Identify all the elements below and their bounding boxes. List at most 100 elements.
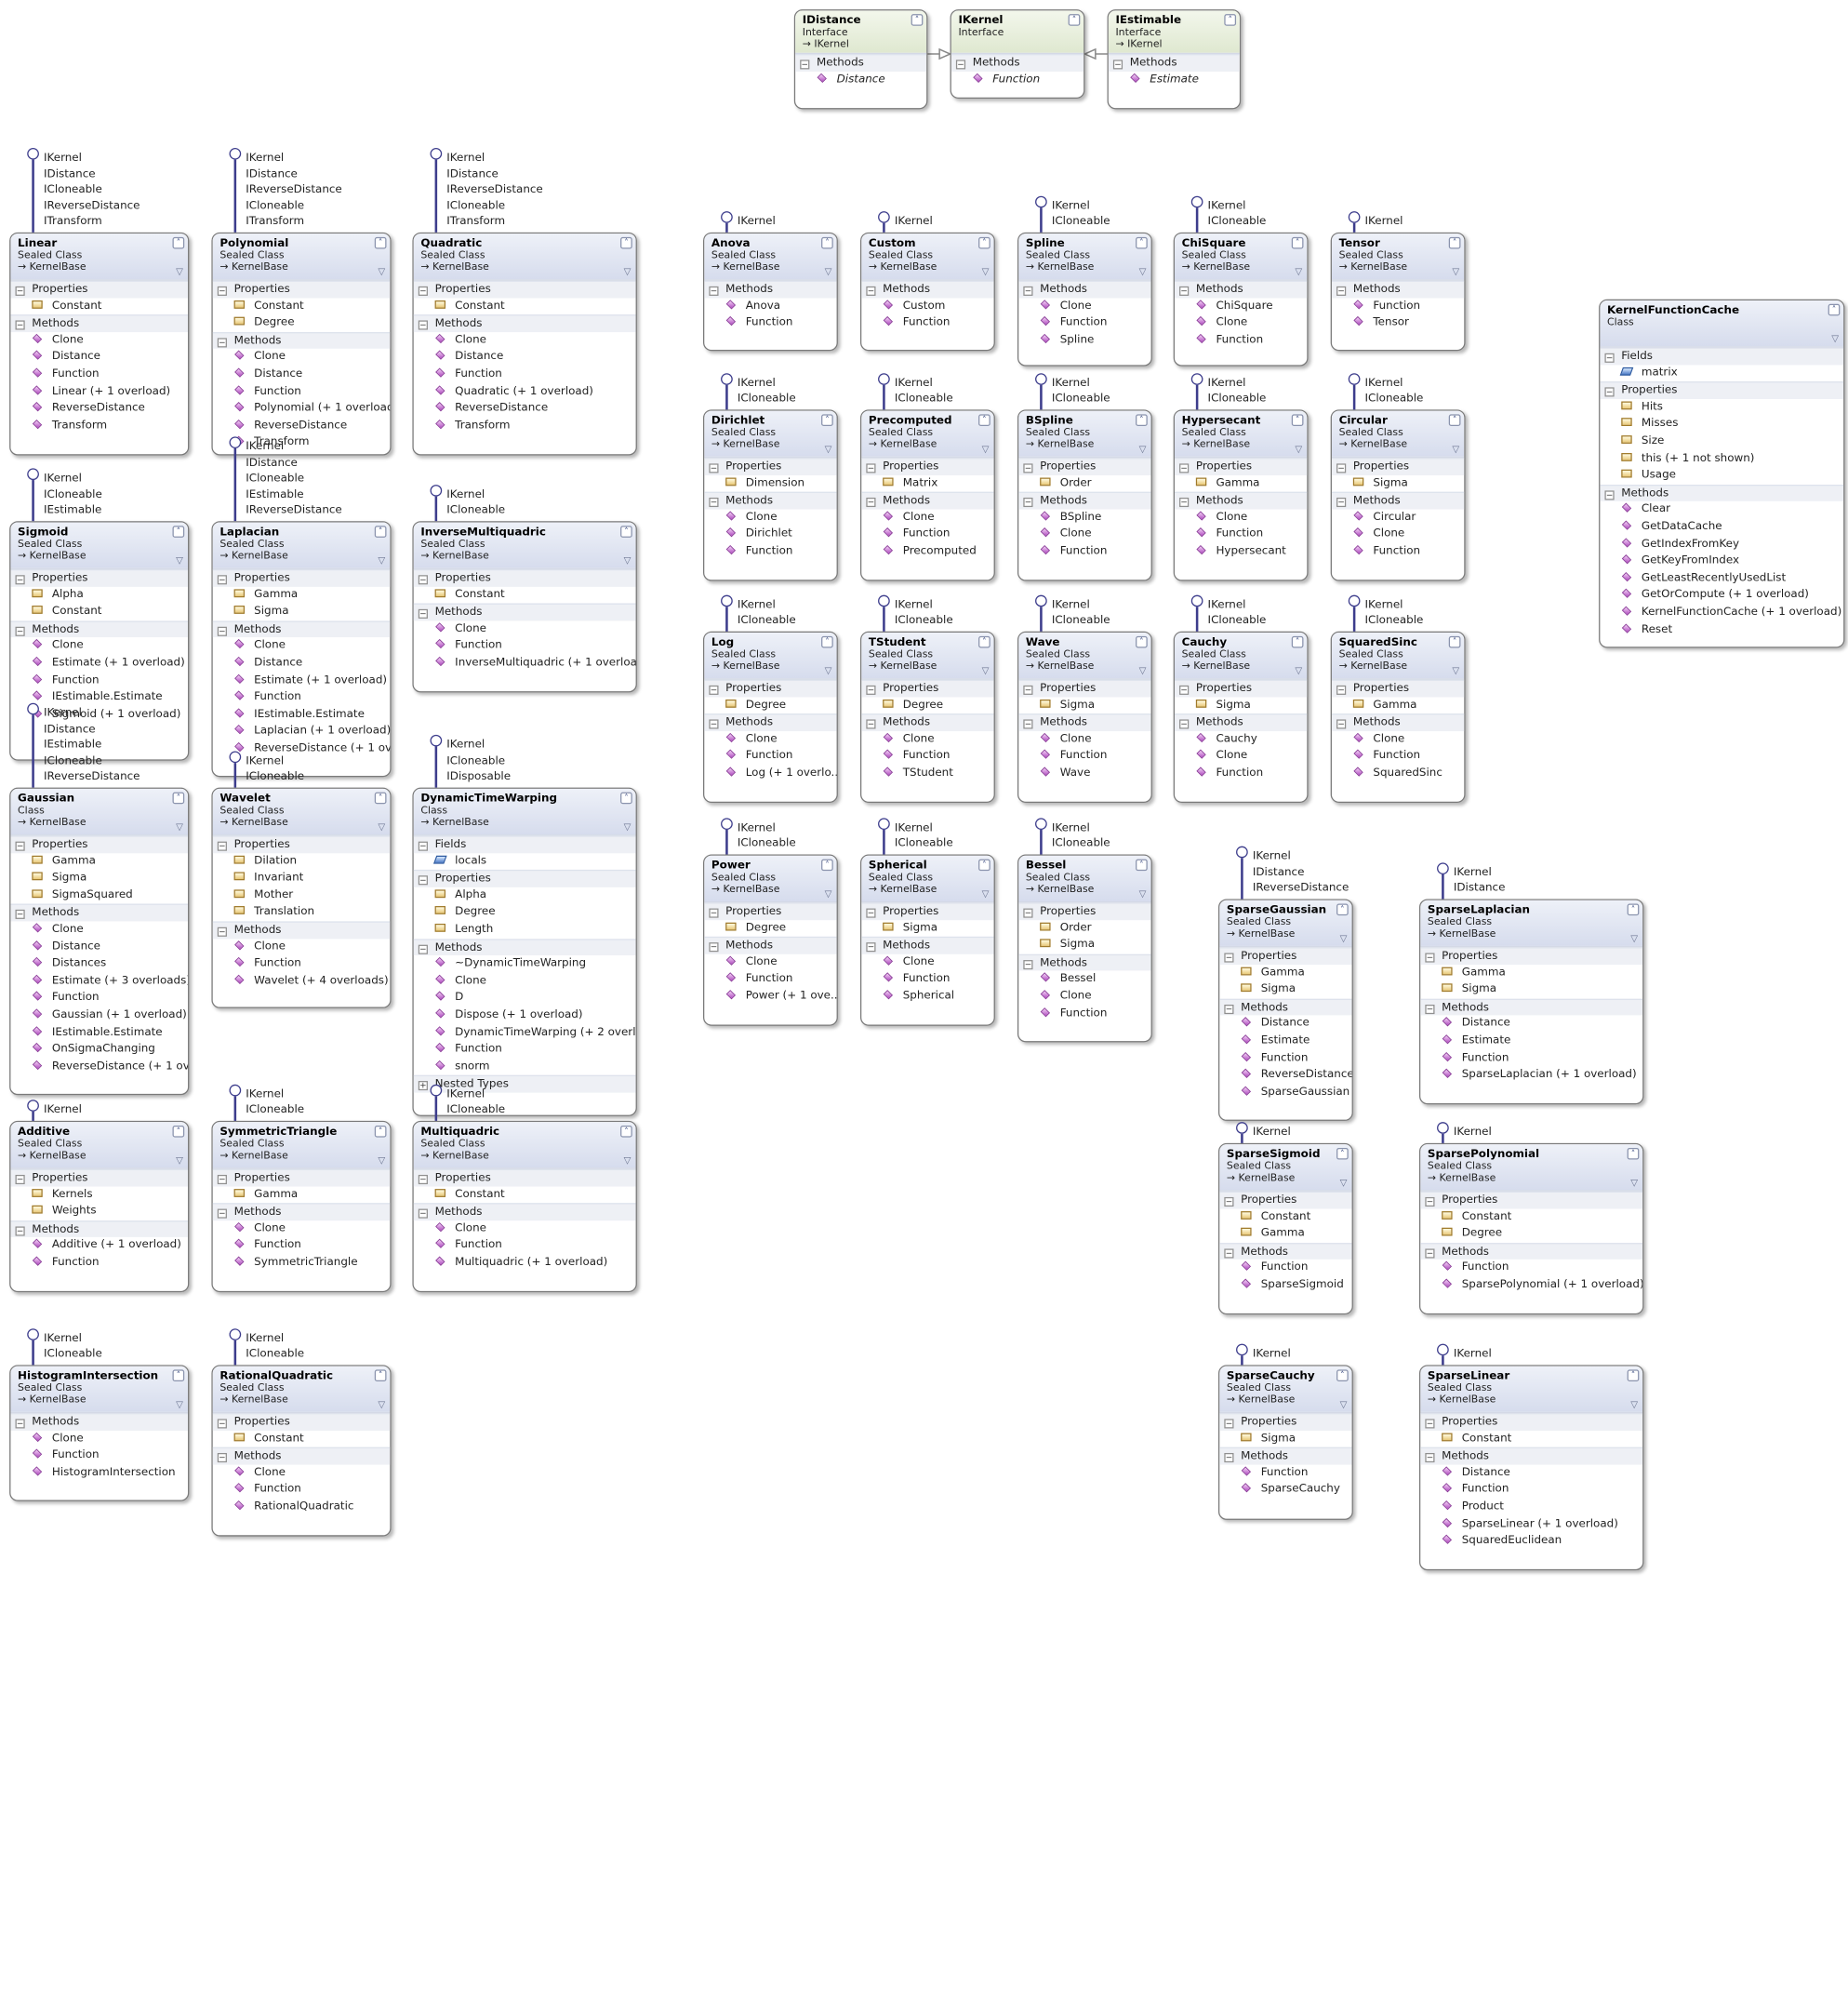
section-properties[interactable]: −Properties (704, 679, 837, 697)
member-method[interactable]: Clone (213, 1220, 391, 1237)
member-method[interactable]: Function (1332, 298, 1464, 314)
member-method[interactable]: Clone (1018, 731, 1150, 748)
filter-icon[interactable]: ▽ (378, 554, 386, 567)
member-method[interactable]: Function (10, 1255, 188, 1272)
filter-icon[interactable]: ▽ (981, 888, 990, 900)
section-properties[interactable]: −Properties (1219, 1191, 1352, 1209)
collapse-icon[interactable]: − (709, 942, 719, 953)
collapse-icon[interactable]: − (709, 286, 719, 296)
collapse-icon[interactable]: − (217, 1419, 227, 1429)
member-method[interactable]: SparseGaussian (1219, 1084, 1351, 1100)
collapse-icon[interactable]: − (1604, 387, 1615, 397)
member-method[interactable]: Function (1175, 332, 1307, 349)
member-method[interactable]: Clone (1018, 527, 1150, 543)
member-method[interactable]: Estimate (1109, 71, 1240, 87)
collapse-icon[interactable]: − (1224, 1004, 1234, 1014)
collapse-icon[interactable]: − (418, 286, 428, 296)
filter-icon[interactable]: ▽ (824, 665, 832, 676)
section-properties[interactable]: −Properties (1331, 458, 1465, 475)
collapse-chevron-icon[interactable]: ˄ (978, 859, 990, 872)
section-methods[interactable]: −Methods (1600, 484, 1844, 502)
collapse-icon[interactable]: − (1179, 498, 1190, 508)
member-property[interactable]: Sigma (213, 604, 391, 620)
member-property[interactable]: Dimension (704, 474, 836, 491)
collapse-icon[interactable]: − (1224, 1453, 1234, 1463)
member-method[interactable]: Clone (1175, 509, 1307, 526)
section-properties[interactable]: −Properties (704, 458, 837, 475)
filter-icon[interactable]: ▽ (1138, 266, 1147, 277)
member-method[interactable]: InverseMultiquadric (+ 1 overload) (414, 655, 636, 672)
member-field[interactable]: matrix (1600, 365, 1843, 381)
member-method[interactable]: Distance (1219, 1016, 1351, 1033)
member-method[interactable]: Clone (1175, 314, 1307, 331)
member-property[interactable]: Mother (213, 887, 391, 904)
section-methods[interactable]: −Methods (10, 903, 189, 922)
member-method[interactable]: Tensor (1332, 314, 1464, 331)
member-method[interactable]: Function (951, 71, 1084, 87)
member-property[interactable]: Degree (704, 920, 836, 937)
member-method[interactable]: Clone (10, 638, 188, 655)
section-properties[interactable]: −Properties (10, 835, 189, 853)
filter-icon[interactable]: ▽ (1339, 1177, 1348, 1188)
collapse-icon[interactable]: − (1224, 1196, 1234, 1207)
member-method[interactable]: Transform (414, 418, 636, 434)
section-methods[interactable]: −Methods (212, 620, 391, 638)
member-method[interactable]: Cauchy (1175, 731, 1307, 748)
member-property[interactable]: Sigma (1018, 937, 1150, 953)
member-method[interactable]: HistogramIntersection (10, 1464, 188, 1481)
section-properties[interactable]: −Properties (861, 902, 994, 920)
member-method[interactable]: Clone (414, 620, 636, 637)
member-property[interactable]: Constant (10, 604, 188, 620)
member-property[interactable]: Sigma (1175, 697, 1307, 713)
member-method[interactable]: Function (213, 383, 391, 400)
section-methods[interactable]: −Methods (1174, 713, 1308, 731)
section-properties[interactable]: −Properties (1219, 1413, 1352, 1431)
member-method[interactable]: Distance (414, 349, 636, 366)
member-method[interactable]: Function (414, 1237, 636, 1254)
section-methods[interactable]: −Methods (10, 1413, 189, 1431)
member-method[interactable]: ReverseDistance (+ 1 ov... (10, 1059, 188, 1075)
member-method[interactable]: ReverseDistance (+ 1 ov... (213, 740, 390, 757)
member-method[interactable]: Clone (704, 953, 836, 970)
member-method[interactable]: Distance (213, 655, 391, 672)
section-methods[interactable]: −Methods (1174, 280, 1308, 298)
filter-icon[interactable]: ▽ (1295, 665, 1303, 676)
section-properties[interactable]: −Properties (212, 280, 391, 298)
member-method[interactable]: Function (1420, 1260, 1642, 1276)
collapse-chevron-icon[interactable]: ˄ (1291, 414, 1304, 426)
member-method[interactable]: Function (861, 748, 993, 765)
member-method[interactable]: Function (1018, 1006, 1150, 1022)
collapse-icon[interactable]: − (1179, 719, 1190, 729)
collapse-icon[interactable]: − (866, 463, 876, 473)
member-method[interactable]: ReverseDistance (1219, 1067, 1352, 1084)
member-method[interactable]: Function (861, 971, 993, 988)
collapse-icon[interactable]: − (1425, 1196, 1435, 1207)
member-property[interactable]: Gamma (213, 1186, 391, 1203)
collapse-icon[interactable]: − (1023, 719, 1033, 729)
filter-icon[interactable]: ▽ (824, 266, 832, 277)
section-methods[interactable]: −Methods (1420, 998, 1643, 1016)
member-property[interactable]: Dilation (213, 853, 391, 870)
member-property[interactable]: Degree (213, 314, 391, 331)
collapse-chevron-icon[interactable]: ˄ (172, 792, 185, 805)
